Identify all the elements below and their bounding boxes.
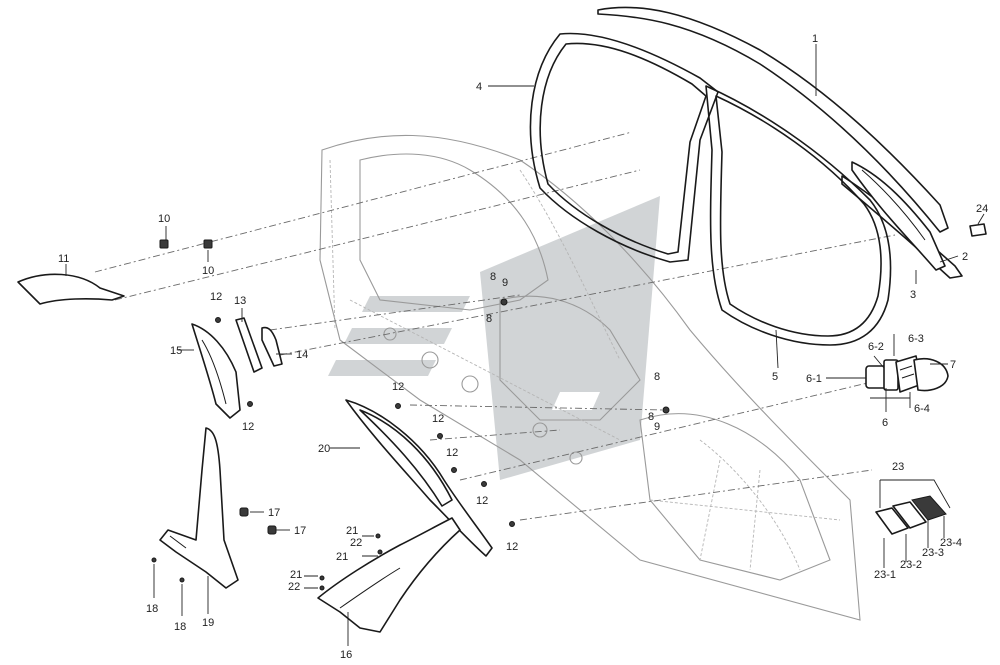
- part-4-front-door-seal: [529, 32, 719, 263]
- callout-12g: 12: [506, 541, 518, 553]
- callout-12f: 12: [476, 495, 488, 507]
- callout-18a: 18: [146, 603, 158, 615]
- part-16-lower-trim: [317, 517, 461, 633]
- callout-17a: 17: [268, 507, 280, 519]
- part-5-rear-door-seal: [705, 85, 892, 346]
- callout-8c: 8: [654, 371, 660, 383]
- callout-9a: 9: [502, 277, 508, 289]
- part-17-grommets: [239, 507, 277, 535]
- callout-9b: 9: [654, 421, 660, 433]
- part-11-roof-trim: [17, 273, 125, 305]
- callout-22b: 22: [288, 581, 300, 593]
- callout-23-2: 23-2: [900, 559, 922, 571]
- callout-21a: 21: [346, 525, 358, 537]
- callout-16: 16: [340, 649, 352, 660]
- callout-15: 15: [170, 345, 182, 357]
- callout-6-1: 6-1: [806, 373, 822, 385]
- callout-23: 23: [892, 461, 904, 473]
- callout-8d: 8: [648, 411, 654, 423]
- callout-6-4: 6-4: [914, 403, 930, 415]
- callout-6: 6: [882, 417, 888, 429]
- callout-1: 1: [812, 33, 818, 45]
- callout-6-3: 6-3: [908, 333, 924, 345]
- part-14-cover: [261, 326, 283, 367]
- part-10-clips: [159, 239, 213, 249]
- callout-11: 11: [58, 253, 69, 265]
- callout-8a: 8: [490, 271, 496, 283]
- callout-3: 3: [910, 289, 916, 301]
- callout-21b: 21: [336, 551, 348, 563]
- callout-6-2: 6-2: [868, 341, 884, 353]
- callout-21c: 21: [290, 569, 302, 581]
- part-1-roof-molding: [597, 6, 949, 233]
- part-13-pad: [235, 317, 263, 373]
- callout-12b: 12: [242, 421, 254, 433]
- callout-12a: 12: [210, 291, 222, 303]
- callout-13: 13: [234, 295, 246, 307]
- part-19-b-pillar-trim: [159, 427, 239, 589]
- callout-5: 5: [772, 371, 778, 383]
- small-fasteners: [151, 298, 670, 591]
- callout-labels: 1 2 3 4 5 6 6-1 6-2 6-3 6-4 7 8 8 8 8 9 …: [58, 33, 988, 661]
- callout-10a: 10: [158, 213, 170, 225]
- callout-12d: 12: [432, 413, 444, 425]
- callout-2: 2: [962, 251, 968, 263]
- callout-23-3: 23-3: [922, 547, 944, 559]
- callout-22a: 22: [350, 537, 362, 549]
- part-6-fuel-door-assembly: [865, 355, 949, 393]
- callout-7: 7: [950, 359, 956, 371]
- callout-17b: 17: [294, 525, 306, 537]
- callout-12c: 12: [392, 381, 404, 393]
- assembly-lines: [94, 131, 896, 521]
- callout-4: 4: [476, 81, 482, 93]
- callout-20: 20: [318, 443, 330, 455]
- part-3-glass-seal: [851, 161, 946, 271]
- part-20-c-pillar-trim: [345, 399, 493, 557]
- callout-23-1: 23-1: [874, 569, 896, 581]
- callout-18b: 18: [174, 621, 186, 633]
- callout-14: 14: [296, 349, 308, 361]
- part-24-clip: [969, 223, 987, 237]
- callout-12e: 12: [446, 447, 458, 459]
- body-side-structure: [319, 134, 861, 621]
- callout-19: 19: [202, 617, 214, 629]
- part-23-emblem-set: [875, 495, 947, 535]
- leader-lines: [65, 44, 985, 646]
- callout-8b: 8: [486, 313, 492, 325]
- callout-24: 24: [976, 203, 988, 215]
- callout-23-4: 23-4: [940, 537, 962, 549]
- part-15-a-pillar-trim: [191, 323, 241, 419]
- callout-10b: 10: [202, 265, 214, 277]
